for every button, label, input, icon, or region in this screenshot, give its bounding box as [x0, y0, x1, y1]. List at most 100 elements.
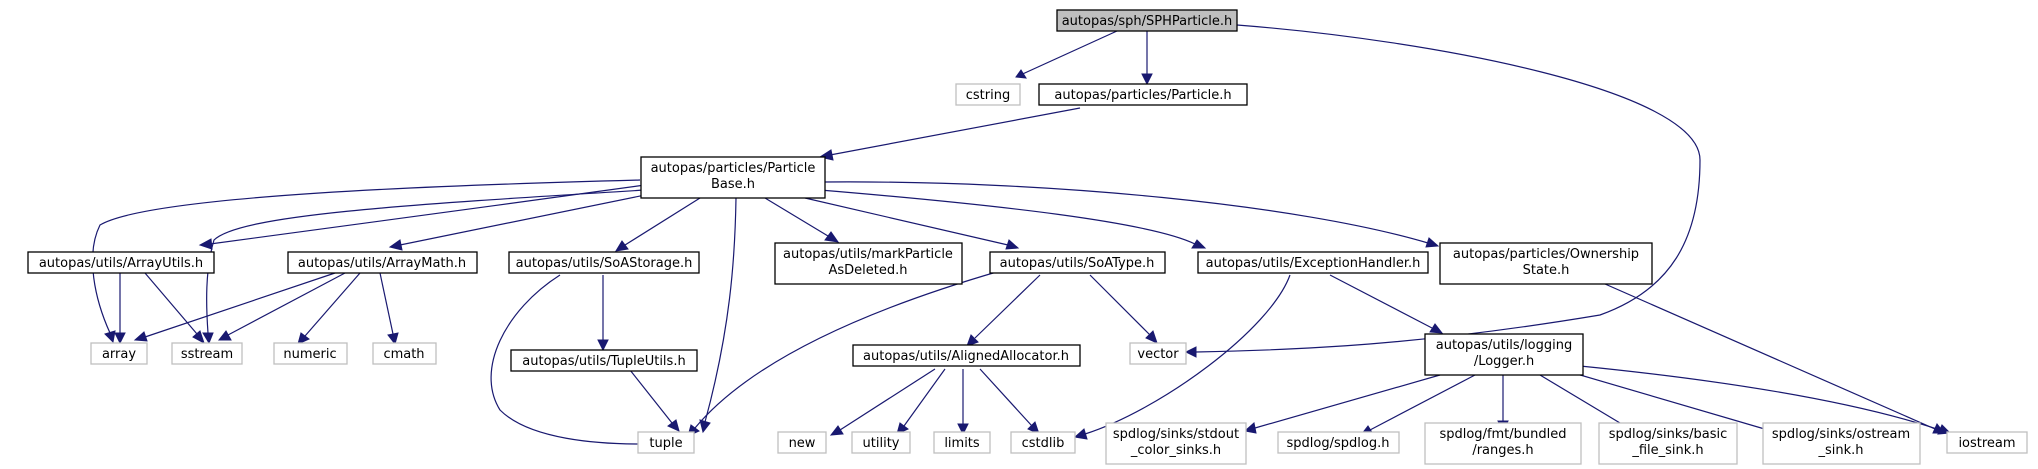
node-label: array [102, 347, 136, 362]
edge-base-to-ownership [822, 181, 1440, 248]
node-label: autopas/utils/SoAType.h [1000, 256, 1155, 271]
node-label: iostream [1958, 436, 2015, 451]
edge-arraymath-to-cmath [379, 272, 399, 346]
node-label: autopas/particles/Particle.h [1054, 88, 1231, 103]
node-label: _color_sinks.h [1130, 443, 1221, 458]
edge-base-to-soastorage [615, 197, 701, 252]
node-label: Base.h [711, 177, 755, 192]
node-soa-type-h[interactable]: autopas/utils/SoAType.h [989, 251, 1166, 274]
edge-arraymath-to-numeric [297, 272, 361, 345]
node-label: cstring [966, 88, 1010, 103]
node-label: utility [863, 436, 900, 451]
node-sstream[interactable]: sstream [171, 342, 243, 365]
edge-aligned-to-utility [896, 368, 946, 435]
node-label: tuple [649, 436, 682, 451]
edge-base-to-sstream [202, 189, 646, 345]
node-cstring[interactable]: cstring [955, 83, 1021, 106]
node-tuple[interactable]: tuple [637, 431, 695, 454]
node-label: numeric [283, 347, 336, 362]
edge-arraymath-to-sstream [217, 272, 346, 341]
edge-arrayutils-to-array [114, 273, 126, 345]
node-label: /Logger.h [1474, 354, 1534, 369]
node-particle-base-h[interactable]: autopas/particles/Particle Base.h [640, 156, 826, 199]
edge-exception-to-cstdlib [1073, 274, 1291, 440]
node-spdlog-h[interactable]: spdlog/spdlog.h [1277, 431, 1400, 454]
node-array-utils-h[interactable]: autopas/utils/ArrayUtils.h [27, 251, 215, 274]
node-tuple-utils-h[interactable]: autopas/utils/TupleUtils.h [510, 349, 698, 372]
edge-logger-to-stdout [1243, 374, 1441, 434]
node-ownership-state-h[interactable]: autopas/particles/Ownership State.h [1439, 242, 1653, 285]
edge-root-to-vector [1184, 24, 1701, 358]
node-vector[interactable]: vector [1129, 342, 1187, 365]
edge-base-to-arraymath [388, 193, 651, 251]
node-array-math-h[interactable]: autopas/utils/ArrayMath.h [287, 251, 478, 274]
edge-base-to-soatype [804, 197, 1020, 250]
edge-soatype-to-aligned [966, 274, 1041, 347]
node-sph-particle-h[interactable]: autopas/sph/SPHParticle.h [1056, 9, 1238, 32]
node-label: cmath [383, 347, 424, 362]
node-label: AsDeleted.h [828, 263, 907, 278]
edge-soastorage-to-tupleutils [597, 275, 609, 352]
node-utility[interactable]: utility [851, 431, 911, 454]
edge-root-to-cstring [1015, 30, 1118, 79]
edge-aligned-to-cstdlib [979, 368, 1040, 435]
node-label: autopas/particles/Ownership [1453, 247, 1639, 262]
node-label: autopas/utils/markParticle [783, 247, 953, 262]
node-basic-file-sink-h[interactable]: spdlog/sinks/basic _file_sink.h [1598, 422, 1738, 465]
edge-aligned-to-limits [957, 369, 969, 436]
edge-aligned-to-new [829, 368, 936, 436]
node-label: spdlog/sinks/ostream [1772, 427, 1910, 442]
node-label: spdlog/sinks/basic [1609, 427, 1728, 442]
edge-root-to-particle [1141, 31, 1153, 86]
node-logger-h[interactable]: autopas/utils/logging /Logger.h [1424, 333, 1584, 376]
edge-particle-to-particlebase [818, 107, 1081, 161]
node-label: cstdlib [1022, 436, 1065, 451]
node-label: autopas/utils/ArrayMath.h [298, 256, 466, 271]
node-label: State.h [1523, 263, 1570, 278]
edge-base-to-array [91, 179, 641, 344]
edge-tupleutils-to-tuple [629, 369, 680, 432]
edge-base-to-exception [819, 189, 1207, 249]
node-label: autopas/utils/SoAStorage.h [516, 256, 693, 271]
node-label: autopas/particles/Particle [651, 161, 816, 176]
node-cstdlib[interactable]: cstdlib [1010, 431, 1076, 454]
node-ostream-sink-h[interactable]: spdlog/sinks/ostream _sink.h [1762, 422, 1921, 465]
node-label: _sink.h [1817, 443, 1863, 458]
edge-arraymath-to-array [133, 272, 336, 342]
edge-soatype-to-vector [1089, 274, 1158, 344]
edge-exception-to-logger [1329, 274, 1444, 334]
node-label: vector [1137, 347, 1179, 362]
node-label: autopas/sph/SPHParticle.h [1062, 14, 1233, 29]
node-soa-storage-h[interactable]: autopas/utils/SoAStorage.h [508, 251, 700, 274]
node-stdout-color-sinks-h[interactable]: spdlog/sinks/stdout _color_sinks.h [1105, 422, 1247, 465]
node-iostream[interactable]: iostream [1946, 431, 2028, 454]
node-label: autopas/utils/ArrayUtils.h [39, 256, 203, 271]
edge-base-to-markdeleted [764, 197, 840, 243]
edge-base-to-tuple [699, 197, 737, 434]
node-array[interactable]: array [90, 342, 148, 365]
node-aligned-allocator-h[interactable]: autopas/utils/AlignedAllocator.h [852, 344, 1081, 367]
node-label: autopas/utils/TupleUtils.h [522, 354, 685, 369]
node-label: spdlog/fmt/bundled [1439, 427, 1566, 442]
node-ranges-h[interactable]: spdlog/fmt/bundled /ranges.h [1424, 422, 1582, 465]
node-label: sstream [181, 347, 233, 362]
node-label: spdlog/sinks/stdout [1113, 427, 1239, 442]
node-label: /ranges.h [1472, 443, 1533, 458]
node-label: new [789, 436, 816, 451]
node-label: autopas/utils/logging [1436, 338, 1573, 353]
node-label: _file_sink.h [1631, 443, 1703, 458]
node-cmath[interactable]: cmath [372, 342, 437, 365]
edge-arrayutils-to-sstream [144, 272, 205, 345]
node-mark-particle-as-deleted-h[interactable]: autopas/utils/markParticle AsDeleted.h [774, 242, 963, 285]
node-numeric[interactable]: numeric [273, 342, 348, 365]
node-label: limits [944, 436, 980, 451]
node-particle-h[interactable]: autopas/particles/Particle.h [1038, 83, 1248, 106]
node-new[interactable]: new [777, 431, 827, 454]
node-limits[interactable]: limits [933, 431, 991, 454]
node-exception-handler-h[interactable]: autopas/utils/ExceptionHandler.h [1197, 251, 1429, 274]
edge-ownership-to-iostream [1579, 272, 1946, 434]
node-label: autopas/utils/ExceptionHandler.h [1206, 256, 1421, 271]
node-label: autopas/utils/AlignedAllocator.h [863, 349, 1069, 364]
node-label: spdlog/spdlog.h [1287, 436, 1390, 451]
